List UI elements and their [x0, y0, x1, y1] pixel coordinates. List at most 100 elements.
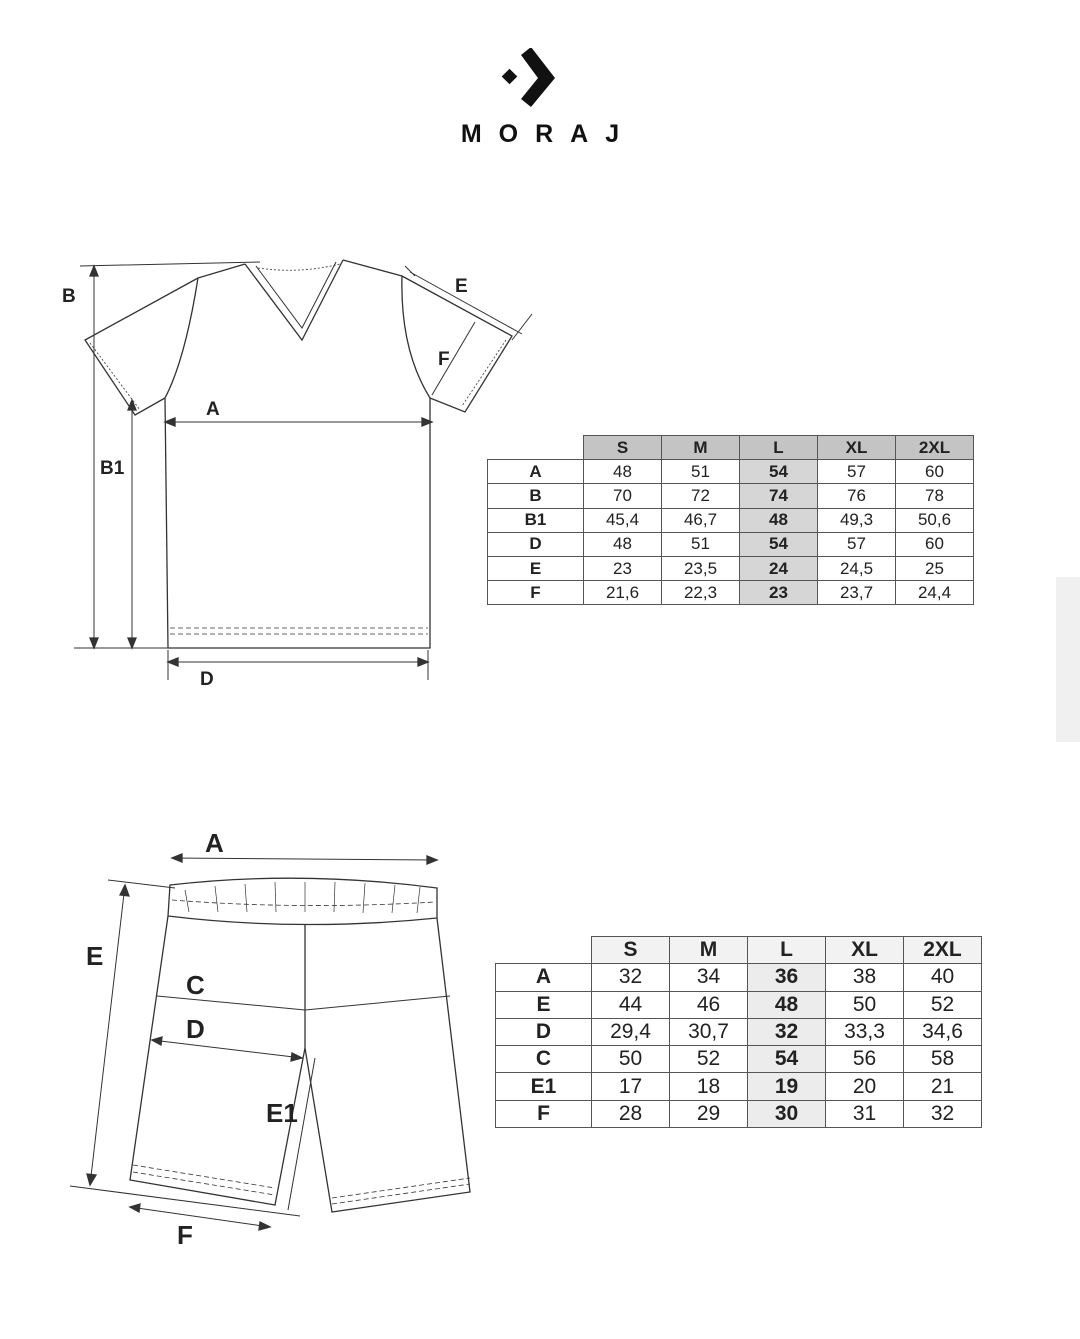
tshirt-label-b: B [62, 286, 76, 307]
size-header-2xl: 2XL [895, 434, 974, 461]
shorts-label-c: C [186, 970, 205, 1000]
measure-value: 48 [739, 507, 818, 533]
brand-name: MORAJ [460, 120, 637, 148]
tshirt-label-f: F [438, 349, 450, 370]
measure-value: 34,6 [903, 1017, 982, 1047]
shorts-label-d: D [186, 1014, 205, 1044]
measure-value: 24,5 [817, 555, 896, 582]
size-header-s: S [583, 434, 662, 461]
measure-value: 48 [583, 459, 662, 485]
measure-value: 74 [739, 483, 818, 509]
measure-value: 18 [669, 1072, 748, 1101]
measure-label: F [495, 1099, 592, 1129]
measure-label: A [487, 459, 584, 485]
shorts-label-e: E [86, 941, 103, 971]
measure-value: 49,3 [817, 507, 896, 533]
shorts-label-e1: E1 [266, 1098, 298, 1128]
measure-value: 34 [669, 963, 748, 992]
size-header-s: S [591, 935, 670, 965]
shorts-label-f: F [177, 1220, 193, 1250]
measure-value: 45,4 [583, 507, 662, 533]
size-header-2xl: 2XL [903, 935, 982, 965]
measure-value: 52 [903, 990, 982, 1019]
measure-value: 48 [583, 531, 662, 557]
measure-value: 60 [895, 459, 974, 485]
measure-value: 56 [825, 1045, 904, 1074]
measure-label: B1 [487, 507, 584, 533]
measure-value: 44 [591, 990, 670, 1019]
measure-value: 21,6 [583, 580, 662, 606]
size-header-xl: XL [825, 935, 904, 965]
measure-value: 54 [747, 1045, 826, 1074]
measure-value: 51 [661, 531, 740, 557]
side-panel-tab[interactable] [1056, 577, 1080, 742]
measure-value: 23 [739, 580, 818, 606]
size-header-m: M [669, 935, 748, 965]
size-header-l: L [747, 935, 826, 965]
measure-value: 30 [747, 1099, 826, 1129]
measure-value: 58 [903, 1045, 982, 1074]
measure-value: 23 [583, 555, 662, 582]
measure-value: 46 [669, 990, 748, 1019]
measure-value: 36 [747, 963, 826, 992]
measure-value: 76 [817, 483, 896, 509]
measure-value: 78 [895, 483, 974, 509]
measure-value: 50,6 [895, 507, 974, 533]
shorts-diagram: A E C D E1 F [69, 828, 471, 1250]
measure-value: 57 [817, 459, 896, 485]
measure-value: 32 [903, 1099, 982, 1129]
size-header-l: L [739, 434, 818, 461]
measure-label: F [487, 580, 584, 606]
measure-value: 72 [661, 483, 740, 509]
measure-label: D [495, 1017, 592, 1047]
measure-value: 29,4 [591, 1017, 670, 1047]
measure-value: 70 [583, 483, 662, 509]
measure-value: 28 [591, 1099, 670, 1129]
measure-value: 50 [825, 990, 904, 1019]
tshirt-diagram: B B1 A D E F [62, 259, 533, 690]
shorts-label-a: A [205, 828, 224, 858]
size-header-m: M [661, 434, 740, 461]
tshirt-label-b1: B1 [100, 458, 125, 479]
tshirt-label-e: E [455, 276, 468, 297]
measure-value: 38 [825, 963, 904, 992]
measure-value: 25 [895, 555, 974, 582]
tshirt-label-d: D [200, 669, 214, 690]
measure-label: D [487, 531, 584, 557]
measure-value: 57 [817, 531, 896, 557]
measure-value: 31 [825, 1099, 904, 1129]
measure-value: 60 [895, 531, 974, 557]
measure-value: 32 [591, 963, 670, 992]
measure-value: 23,5 [661, 555, 740, 582]
measure-value: 32 [747, 1017, 826, 1047]
measure-value: 51 [661, 459, 740, 485]
measure-value: 54 [739, 531, 818, 557]
measure-value: 33,3 [825, 1017, 904, 1047]
measure-value: 52 [669, 1045, 748, 1074]
measure-label: B [487, 483, 584, 509]
measure-label: E [495, 990, 592, 1019]
size-header-xl: XL [817, 434, 896, 461]
measure-label: C [495, 1045, 592, 1074]
measure-value: 40 [903, 963, 982, 992]
brand-logo-icon [501, 48, 555, 107]
measure-value: 46,7 [661, 507, 740, 533]
measure-value: 17 [591, 1072, 670, 1101]
measure-value: 22,3 [661, 580, 740, 606]
measure-label: E [487, 555, 584, 582]
measure-value: 21 [903, 1072, 982, 1101]
